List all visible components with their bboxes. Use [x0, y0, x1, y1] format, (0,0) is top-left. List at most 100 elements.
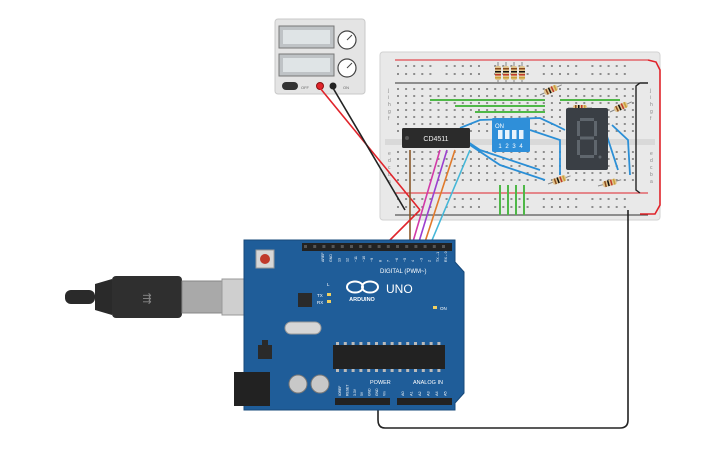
breadboard-hole[interactable] [559, 102, 561, 104]
breadboard-hole[interactable] [526, 102, 529, 104]
rail-hole[interactable] [526, 73, 529, 75]
breadboard-hole[interactable] [526, 95, 529, 97]
breadboard-hole[interactable] [550, 172, 553, 174]
breadboard-hole[interactable] [631, 102, 634, 104]
rail-hole[interactable] [550, 65, 553, 67]
rail-black-jumper[interactable] [635, 82, 648, 194]
breadboard-hole[interactable] [478, 109, 480, 111]
breadboard-hole[interactable] [599, 179, 602, 181]
dip-toggle-3[interactable] [512, 130, 517, 139]
breadboard-hole[interactable] [583, 179, 586, 181]
breadboard-hole[interactable] [559, 95, 561, 97]
breadboard-hole[interactable] [421, 88, 424, 90]
breadboard-hole[interactable] [429, 151, 432, 153]
breadboard-hole[interactable] [397, 109, 399, 111]
rail-hole[interactable] [478, 65, 480, 67]
breadboard-hole[interactable] [510, 165, 513, 167]
resistor[interactable] [495, 62, 501, 84]
breadboard-hole[interactable] [502, 116, 505, 118]
rail-hole[interactable] [607, 65, 610, 67]
rail-hole[interactable] [599, 206, 602, 208]
resistor[interactable] [503, 62, 509, 84]
dip-switch[interactable]: ON 1 2 3 4 [492, 118, 530, 152]
breadboard-hole[interactable] [607, 179, 610, 181]
rail-hole[interactable] [623, 73, 626, 75]
breadboard-hole[interactable] [469, 165, 472, 167]
breadboard-hole[interactable] [478, 88, 480, 90]
breadboard-hole[interactable] [518, 179, 521, 181]
rail-hole[interactable] [526, 206, 529, 208]
breadboard-hole[interactable] [510, 158, 513, 160]
breadboard-hole[interactable] [469, 88, 472, 90]
breadboard-hole[interactable] [599, 95, 602, 97]
header-pin[interactable] [322, 245, 326, 248]
breadboard-hole[interactable] [575, 88, 578, 90]
breadboard-hole[interactable] [397, 102, 399, 104]
breadboard-hole[interactable] [486, 172, 489, 174]
breadboard-hole[interactable] [494, 116, 497, 118]
breadboard-hole[interactable] [534, 165, 537, 167]
rail-hole[interactable] [445, 73, 448, 75]
rail-hole[interactable] [559, 65, 561, 67]
breadboard-hole[interactable] [421, 172, 424, 174]
breadboard-hole[interactable] [526, 179, 529, 181]
header-pin[interactable] [368, 245, 372, 248]
breadboard-hole[interactable] [615, 116, 618, 118]
breadboard-hole[interactable] [534, 95, 537, 97]
rail-hole[interactable] [502, 65, 505, 67]
rail-hole[interactable] [429, 65, 432, 67]
breadboard-hole[interactable] [502, 179, 505, 181]
breadboard-hole[interactable] [583, 172, 586, 174]
breadboard-hole[interactable] [591, 179, 594, 181]
breadboard-hole[interactable] [405, 116, 408, 118]
psu-red-wire[interactable] [319, 87, 421, 211]
rail-hole[interactable] [567, 206, 570, 208]
rail-hole[interactable] [518, 65, 521, 67]
rail-hole[interactable] [478, 198, 480, 200]
breadboard-hole[interactable] [559, 109, 561, 111]
breadboard-hole[interactable] [421, 109, 424, 111]
analog-header[interactable] [397, 398, 452, 405]
breadboard-hole[interactable] [502, 172, 505, 174]
rail-hole[interactable] [502, 206, 505, 208]
breadboard-hole[interactable] [437, 102, 440, 104]
breadboard-hole[interactable] [575, 102, 578, 104]
rail-hole[interactable] [559, 198, 561, 200]
breadboard-hole[interactable] [567, 172, 570, 174]
breadboard-hole[interactable] [445, 158, 448, 160]
breadboard-hole[interactable] [494, 102, 497, 104]
magenta-wire[interactable] [411, 149, 441, 246]
resistor[interactable] [597, 177, 622, 189]
breadboard-hole[interactable] [510, 95, 513, 97]
rail-hole[interactable] [567, 198, 570, 200]
breadboard-hole[interactable] [615, 88, 618, 90]
rail-hole[interactable] [559, 73, 561, 75]
power-header[interactable] [335, 398, 390, 405]
breadboard-hole[interactable] [550, 179, 553, 181]
rail-hole[interactable] [397, 65, 399, 67]
rail-hole[interactable] [599, 65, 602, 67]
breadboard-hole[interactable] [437, 88, 440, 90]
breadboard-hole[interactable] [421, 179, 424, 181]
breadboard-hole[interactable] [486, 165, 489, 167]
breadboard-hole[interactable] [445, 172, 448, 174]
breadboard-hole[interactable] [486, 130, 489, 132]
breadboard-hole[interactable] [478, 158, 480, 160]
resistor[interactable] [511, 62, 517, 84]
rail-red-jumper[interactable] [640, 59, 661, 215]
breadboard-hole[interactable] [437, 123, 440, 125]
breadboard-hole[interactable] [461, 95, 464, 97]
breadboard-hole[interactable] [469, 102, 472, 104]
breadboard-hole[interactable] [615, 179, 618, 181]
breadboard-hole[interactable] [607, 95, 610, 97]
breadboard-hole[interactable] [469, 151, 472, 153]
breadboard-hole[interactable] [599, 88, 602, 90]
rail-hole[interactable] [397, 73, 399, 75]
rail-hole[interactable] [542, 73, 545, 75]
breadboard-hole[interactable] [405, 95, 408, 97]
breadboard-hole[interactable] [437, 165, 440, 167]
breadboard-hole[interactable] [526, 172, 529, 174]
breadboard-hole[interactable] [559, 116, 561, 118]
breadboard-hole[interactable] [575, 179, 578, 181]
arduino-5v-wire[interactable] [384, 209, 421, 246]
